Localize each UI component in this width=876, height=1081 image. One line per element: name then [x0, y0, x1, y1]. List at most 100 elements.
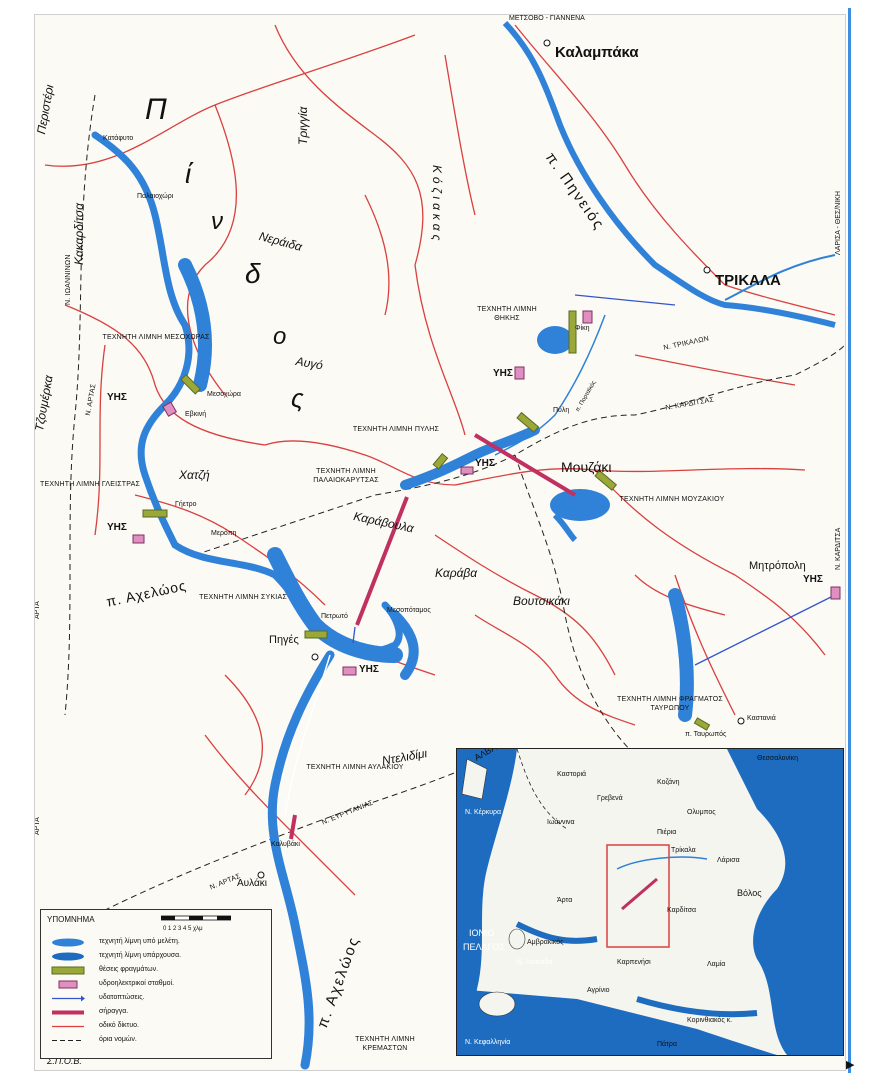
ioanninon-label: Ν. ΙΩΑΝΝΙΝΩΝ	[65, 254, 72, 305]
lake-sykias-label: ΤΕΧΝΗΤΗ ΛΙΜΝΗ ΣΥΚΙΑΣ	[199, 594, 287, 601]
town-mitropoli: Μητρόπολη	[749, 560, 806, 572]
legend-item-label: υδατοπτώσεις.	[99, 994, 145, 1001]
town-katafyto: Κατάφυτο	[103, 135, 134, 142]
dam-fiki	[568, 310, 577, 354]
karava-label: Καράβα	[435, 566, 478, 580]
transfer-line	[352, 626, 356, 644]
road-line	[514, 24, 726, 286]
town-moyzaki: Μουζάκι	[561, 459, 612, 475]
study-area-box	[606, 844, 670, 948]
town-marker	[543, 39, 551, 47]
transfer-line	[574, 294, 676, 306]
kerkyra-island	[461, 758, 488, 800]
lake-study-symbol	[52, 938, 84, 947]
road-line	[414, 264, 466, 436]
road-line	[224, 674, 264, 796]
road-line	[64, 304, 266, 446]
legend-item-label: υδροηλεκτρικοί σταθμοί.	[99, 980, 175, 987]
fiki-lake	[537, 326, 573, 354]
inset-kerkyra: Ν. Κέρκυρα	[465, 809, 502, 816]
power-station-label: ΥΗΣ	[803, 574, 823, 585]
legend-item: θέσεις φραγμάτων.	[47, 964, 267, 977]
right-road-label: ΛΑΡΙΣΑ - ΘΕΣ/ΝΙΚΗ	[835, 191, 842, 255]
albania-border	[516, 749, 568, 830]
dam-mesochora	[180, 374, 201, 395]
legend-box: ΥΠΟΜΝΗΜΑ 0 1 2 3 4 5 χλμ τεχνητή λίμνη υ…	[40, 909, 272, 1059]
inset-karditsa: Καρδίτσα	[667, 907, 697, 914]
prefecture-borders	[64, 94, 845, 916]
road-line	[724, 284, 836, 316]
pineios-river	[502, 20, 836, 328]
tunnel-avlaki	[289, 814, 297, 840]
inset-kozani: Κοζάνη	[657, 779, 680, 786]
tunnel-symbol	[52, 1010, 84, 1015]
legend-item: υδατοπτώσεις.	[47, 992, 267, 1005]
power-station-label: ΥΗΣ	[493, 368, 513, 379]
legend-item-label: σήραγγα.	[99, 1008, 129, 1015]
avlaki-lake-outline	[284, 654, 331, 816]
pindos-letter: ί	[185, 158, 192, 189]
dam-markers	[142, 310, 711, 731]
legend-item-label: τεχνητή λίμνη υπάρχουσα.	[99, 952, 182, 959]
road-line	[444, 54, 476, 216]
legend-item-label: οδικό δίκτυο.	[99, 1022, 139, 1029]
legend-item: σήραγγα.	[47, 1006, 267, 1019]
inset-larisa: Λάρισα	[717, 857, 740, 864]
tunnels	[289, 433, 577, 840]
inset-volos: Βόλος	[737, 888, 762, 898]
power-station-label: ΥΗΣ	[107, 522, 127, 533]
town-tavropos: π. Ταυρωπός	[685, 731, 727, 738]
town-marker	[257, 871, 265, 879]
chatzi-label: Χατζή	[179, 468, 210, 482]
inset-arta: Άρτα	[557, 897, 573, 904]
lake-mouzakiou-label: ΤΕΧΝΗΤΗ ΛΙΜΝΗ ΜΟΥΖΑΚΙΟΥ	[619, 496, 725, 503]
pindos-letter: δ	[245, 258, 261, 289]
lake-existing-symbol	[52, 952, 84, 961]
road-line	[274, 24, 424, 266]
ionian-sea	[457, 749, 517, 1055]
trikala-label: ΤΡΙΚΑΛΑ	[715, 272, 781, 289]
town-mesochora: Μεσοχώρα	[207, 391, 241, 398]
town-marker	[737, 717, 745, 725]
inset-map[interactable]: ΑΛΒΑΝΙΑ Θεσσαλονίκη Καστοριά Κοζάνη Ιωάν…	[456, 748, 844, 1056]
dam-tavropos	[693, 717, 711, 731]
power-station	[582, 310, 593, 324]
lake-mesochora-label: ΤΕΧΝΗΤΗ ΛΙΜΝΗ ΜΕΣΟΧΩΡΑΣ	[102, 334, 210, 341]
border-line	[194, 344, 845, 556]
acheloos-lower-river	[267, 650, 335, 1070]
inset-agrinio: Αγρίνιο	[587, 987, 610, 994]
inset-ionian-2: ΠΕΛΑΓΟΣ	[463, 942, 506, 952]
town-kalyvaki: Καλυβάκι	[271, 841, 300, 848]
lake-pylis-label: ΤΕΧΝΗΤΗ ΛΙΜΝΗ ΠΥΛΗΣ	[352, 426, 440, 433]
inset-korinthiakos: Κορινθιακός κ.	[687, 1017, 733, 1024]
legend-item: υδροηλεκτρικοί σταθμοί.	[47, 978, 267, 991]
inset-olympos: Ολυμπος	[687, 809, 716, 816]
inset-kastoria: Καστοριά	[557, 771, 587, 778]
inset-thessaloniki: Θεσσαλονίκη	[757, 755, 798, 762]
pindos-letter: ν	[211, 208, 223, 235]
left-arta-lower-label: ΑΡΤΑ	[34, 817, 41, 835]
inset-trikala: Τρίκαλα	[671, 847, 696, 854]
map-sheet[interactable]: ΜΕΤΣΟΒΟ - ΓΙΑΝΝΕΝΑ ΛΑΡΙΣΑ - ΘΕΣ/ΝΙΚΗ Ν. …	[34, 14, 846, 1071]
corner-arrow-icon[interactable]: ▶	[846, 1059, 855, 1071]
power-station-symbol	[58, 980, 78, 989]
road-line	[204, 734, 356, 896]
inset-pieria: Πιέρια	[657, 829, 677, 836]
town-petrochori: Πετρωτό	[321, 613, 348, 620]
town-meropi: Μερόπη	[211, 530, 237, 537]
power-station	[830, 586, 841, 600]
sykia-lake	[267, 547, 403, 663]
town-palaiochori: Παλαιοχώρι	[137, 193, 174, 200]
tunnel-pyli-mouzaki	[473, 433, 577, 497]
town-kastania: Καστανιά	[747, 715, 776, 722]
transfer-line	[694, 594, 836, 666]
road-line	[474, 614, 636, 726]
legend-item-label: θέσεις φραγμάτων.	[99, 966, 159, 973]
road-line	[454, 467, 806, 486]
inset-pineios	[616, 856, 708, 870]
inset-grevena: Γρεβενά	[597, 795, 623, 802]
acheloos-upper-lake	[91, 131, 403, 656]
water-transfer-symbol	[52, 995, 85, 1002]
legend-item: τεχνητή λίμνη υπό μελέτη.	[47, 936, 267, 949]
road-line	[134, 494, 326, 606]
